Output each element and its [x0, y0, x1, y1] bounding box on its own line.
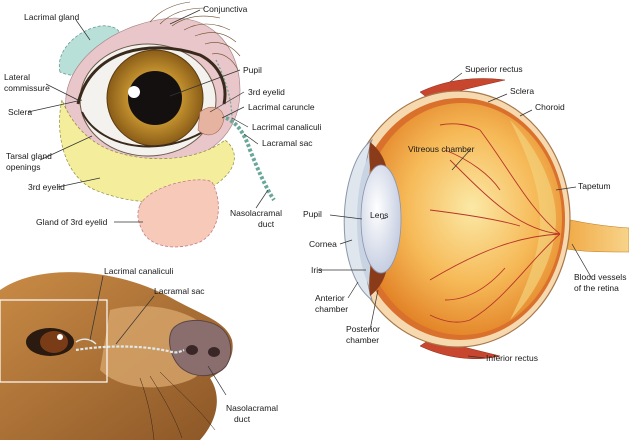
dog-nasolacrimal-duct	[75, 345, 185, 354]
dog-nose	[169, 320, 232, 376]
third-eyelid-fold	[197, 106, 225, 136]
label-lacrimal-gland: Lacrimal gland	[24, 12, 80, 22]
label-lateral-commissure-line1: Lateral	[4, 72, 30, 82]
label-lens: Lens	[370, 210, 388, 220]
label-superior-rectus: Superior rectus	[465, 64, 523, 74]
eye-cross-section-illustration	[343, 78, 629, 360]
label-choroid: Choroid	[535, 102, 565, 112]
label-tarsal-gland-line2: openings	[6, 162, 41, 172]
canaliculi-shape	[215, 59, 233, 121]
third-eyelid-region	[59, 98, 235, 203]
label-anterior-chamber-line1: Anterior	[315, 293, 345, 303]
dog-eye-highlight	[57, 334, 63, 340]
tapetum-region	[510, 120, 556, 320]
label-cornea: Cornea	[309, 239, 337, 249]
label-lacrimal-canaliculi-muzzle: Lacrimal canaliculi	[104, 266, 174, 276]
label-vitreous-chamber: Vitreous chamber	[408, 144, 475, 154]
front-eye-leaders	[27, 9, 269, 223]
pupil-highlight	[128, 86, 140, 98]
optic-nerve	[559, 217, 629, 253]
nasolacrimal-duct-shape	[225, 116, 276, 202]
muzzle-leaders	[89, 275, 227, 396]
gland-of-third-eyelid-shape	[137, 179, 219, 248]
label-pupil-cross: Pupil	[303, 209, 322, 219]
front-eye-labels: Lacrimal gland Conjunctiva Lateral commi…	[4, 4, 322, 229]
eye-zoom-frame	[0, 299, 108, 383]
dog-muzzle-illustration	[0, 272, 233, 440]
label-blood-vessels-line1: Blood vessels	[574, 272, 626, 282]
label-iris-cross: Iris	[311, 265, 322, 275]
front-eye-pupil	[128, 71, 182, 125]
dog-canaliculi	[75, 338, 97, 345]
upper-eyelid-rim	[76, 46, 227, 105]
dog-whiskers	[139, 371, 216, 440]
label-sclera-cross: Sclera	[510, 86, 534, 96]
canine-eye-front-illustration	[58, 1, 276, 248]
label-sclera-front: Sclera	[8, 107, 32, 117]
label-nasolacramal-muzzle-line1: Nasolacramal	[226, 403, 278, 413]
vitreous-chamber	[362, 103, 562, 335]
label-conjunctiva: Conjunctiva	[203, 4, 248, 14]
label-pupil-front: Pupil	[243, 65, 262, 75]
cross-section-labels: Superior rectus Sclera Choroid Vitreous …	[303, 64, 626, 363]
dog-nostril-left	[186, 345, 198, 355]
label-third-eyelid-lower: 3rd eyelid	[28, 182, 65, 192]
eyelashes	[149, 1, 241, 71]
label-posterior-chamber-line2: chamber	[346, 335, 379, 345]
label-lacrimal-canaliculi-front: Lacrimal canaliculi	[252, 122, 322, 132]
label-nasolacramal-front-line2: duct	[258, 219, 275, 229]
label-blood-vessels-line2: of the retina	[574, 283, 619, 293]
label-lacramal-sac-muzzle: Lacramal sac	[154, 286, 205, 296]
label-anterior-chamber-line2: chamber	[315, 304, 348, 314]
dog-eye-iris	[40, 331, 68, 353]
label-gland-third-eyelid: Gland of 3rd eyelid	[36, 217, 108, 227]
dog-nostril-right	[208, 347, 220, 357]
label-nasolacramal-muzzle-line2: duct	[234, 414, 251, 424]
label-lacramal-sac-front: Lacramal sac	[262, 138, 313, 148]
muzzle-labels: Lacrimal canaliculi Lacramal sac Nasolac…	[104, 266, 278, 424]
label-posterior-chamber-line1: Posterior	[346, 324, 380, 334]
retina-blood-vessels	[429, 123, 561, 323]
cross-section-leaders	[318, 72, 592, 359]
label-tapetum: Tapetum	[578, 181, 611, 191]
label-lacrimal-caruncle: Lacrimal caruncle	[248, 102, 315, 112]
label-nasolacramal-front-line1: Nasolacramal	[230, 208, 282, 218]
label-lateral-commissure-line2: commissure	[4, 83, 50, 93]
label-tarsal-gland-line1: Tarsal gland	[6, 151, 52, 161]
label-third-eyelid-upper: 3rd eyelid	[248, 87, 285, 97]
label-inferior-rectus: Inferior rectus	[486, 353, 538, 363]
